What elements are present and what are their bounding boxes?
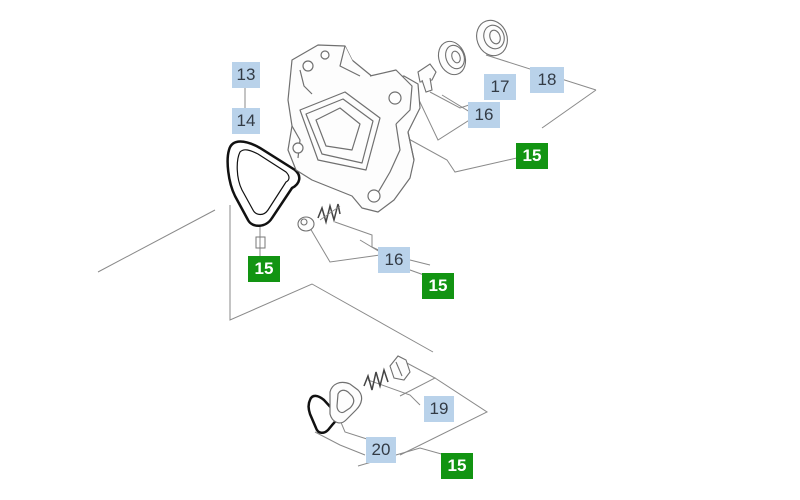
leader-lines (97, 54, 597, 467)
leader-line (314, 431, 366, 456)
callout-part-15-mid[interactable]: 15 (422, 273, 454, 299)
leader-line (367, 379, 421, 406)
leader-line (541, 89, 597, 129)
callout-part-15-top[interactable]: 15 (516, 143, 548, 169)
callout-part-16-top[interactable]: 16 (468, 102, 500, 128)
seal-ring-18-part (476, 19, 508, 57)
small-pin-part (255, 236, 266, 249)
callout-part-19[interactable]: 19 (424, 396, 454, 422)
seal-ring-17-part (437, 40, 467, 76)
leader-line (418, 99, 483, 141)
leader-line (395, 131, 531, 173)
callout-part-15-bottom[interactable]: 15 (441, 453, 473, 479)
leader-line (229, 205, 434, 353)
callout-part-15-left[interactable]: 15 (248, 256, 280, 282)
callout-part-17[interactable]: 17 (484, 74, 516, 100)
bottom-spring-part (363, 367, 389, 391)
callout-part-13[interactable]: 13 (232, 62, 260, 88)
triangular-o-ring-part (226, 140, 301, 227)
callout-part-20[interactable]: 20 (366, 437, 396, 463)
callout-part-14[interactable]: 14 (232, 108, 260, 134)
housing-bolt-holes (292, 50, 402, 203)
leader-line (309, 227, 381, 263)
triangular-valve-plate-part (329, 381, 363, 424)
valve-spring-part (317, 203, 341, 225)
pump-head-housing-part (287, 44, 421, 213)
leader-line (339, 419, 371, 441)
leader-line (97, 209, 216, 273)
callout-part-16-mid[interactable]: 16 (378, 247, 410, 273)
callout-part-18[interactable]: 18 (530, 67, 564, 93)
valve-cap-part (297, 216, 315, 232)
plug-bolt-part (417, 63, 437, 93)
leader-line (409, 259, 431, 266)
bottom-o-ring-part (307, 394, 338, 434)
leader-line (399, 377, 489, 456)
bottom-valve-body-part (389, 355, 411, 381)
